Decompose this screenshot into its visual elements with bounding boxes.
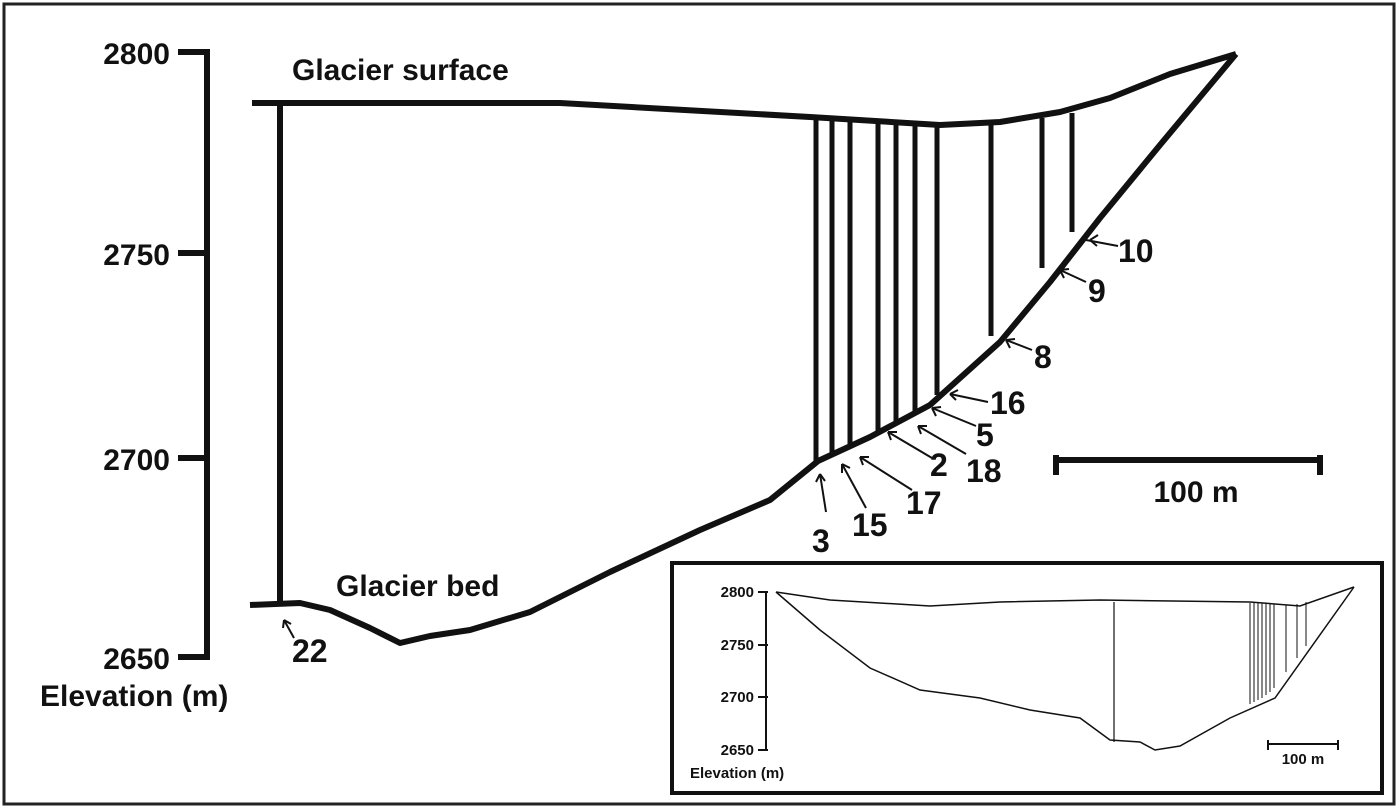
arrow-5	[931, 407, 977, 427]
borehole-label-5: 5	[976, 417, 994, 453]
y-tick-label-2650: 2650	[103, 643, 170, 676]
glacier-surface-line	[252, 51, 1237, 128]
arrowhead-2	[887, 431, 897, 441]
y-axis: 2800 2750 2700 2650 Elevation (m)	[40, 38, 228, 713]
borehole-label-22: 22	[292, 633, 328, 669]
inset-tick-label-2750: 2750	[721, 637, 754, 654]
inset-glacier-bed-line	[775, 586, 1355, 751]
arrowhead-16	[949, 389, 959, 401]
arrow-15	[841, 463, 867, 509]
arrowhead-15	[841, 463, 851, 473]
borehole-label-10: 10	[1118, 233, 1154, 269]
inset-glacier-surface-line	[775, 586, 1355, 607]
y-tick-label-2700: 2700	[103, 444, 170, 477]
arrowhead-18	[917, 425, 927, 435]
borehole-label-15: 15	[852, 507, 888, 543]
glacier-surface-label: Glacier surface	[292, 54, 509, 87]
arrowhead-22	[282, 619, 292, 629]
arrowhead-8	[1005, 338, 1016, 349]
arrowhead-10	[1089, 234, 1099, 247]
arrow-2	[887, 431, 933, 459]
borehole-label-2: 2	[930, 447, 948, 483]
inset-panel: 2800 2750 2700 2650 Elevation (m) 100 m	[670, 561, 1384, 795]
arrow-8	[1005, 339, 1033, 351]
arrow-17	[859, 456, 913, 491]
arrowhead-17	[859, 456, 869, 466]
scale-bar-label: 100 m	[1153, 476, 1238, 509]
arrowhead-9	[1059, 268, 1070, 279]
borehole-label-9: 9	[1088, 273, 1106, 309]
arrow-16	[949, 393, 989, 403]
borehole-label-3: 3	[812, 523, 830, 559]
arrowhead-3	[815, 473, 826, 483]
glacier-bed-line	[249, 52, 1239, 646]
arrowhead-5	[931, 406, 942, 417]
scale-bar: 100 m	[1053, 455, 1323, 509]
borehole-label-16: 16	[990, 385, 1026, 421]
borehole-annotations	[282, 234, 1119, 639]
inset-y-axis-label: Elevation (m)	[690, 765, 784, 782]
y-axis-label: Elevation (m)	[40, 680, 228, 713]
y-tick-label-2800: 2800	[103, 38, 170, 71]
arrow-18	[917, 425, 967, 455]
inset-scale-bar-label: 100 m	[1282, 751, 1325, 768]
arrow-22	[283, 619, 295, 639]
inset-border	[670, 561, 1384, 795]
glacier-bed-label: Glacier bed	[336, 570, 499, 603]
inset-tick-label-2800: 2800	[721, 584, 754, 601]
borehole-label-8: 8	[1034, 339, 1052, 375]
y-tick-label-2750: 2750	[103, 239, 170, 272]
inset-borehole-lines	[1249, 602, 1307, 704]
arrow-3	[819, 473, 827, 513]
inset-tick-label-2650: 2650	[721, 742, 754, 759]
borehole-label-18: 18	[966, 453, 1002, 489]
borehole-label-17: 17	[906, 485, 942, 521]
borehole-lines	[813, 113, 1075, 462]
arrow-9	[1059, 269, 1087, 283]
inset-tick-label-2700: 2700	[721, 689, 754, 706]
